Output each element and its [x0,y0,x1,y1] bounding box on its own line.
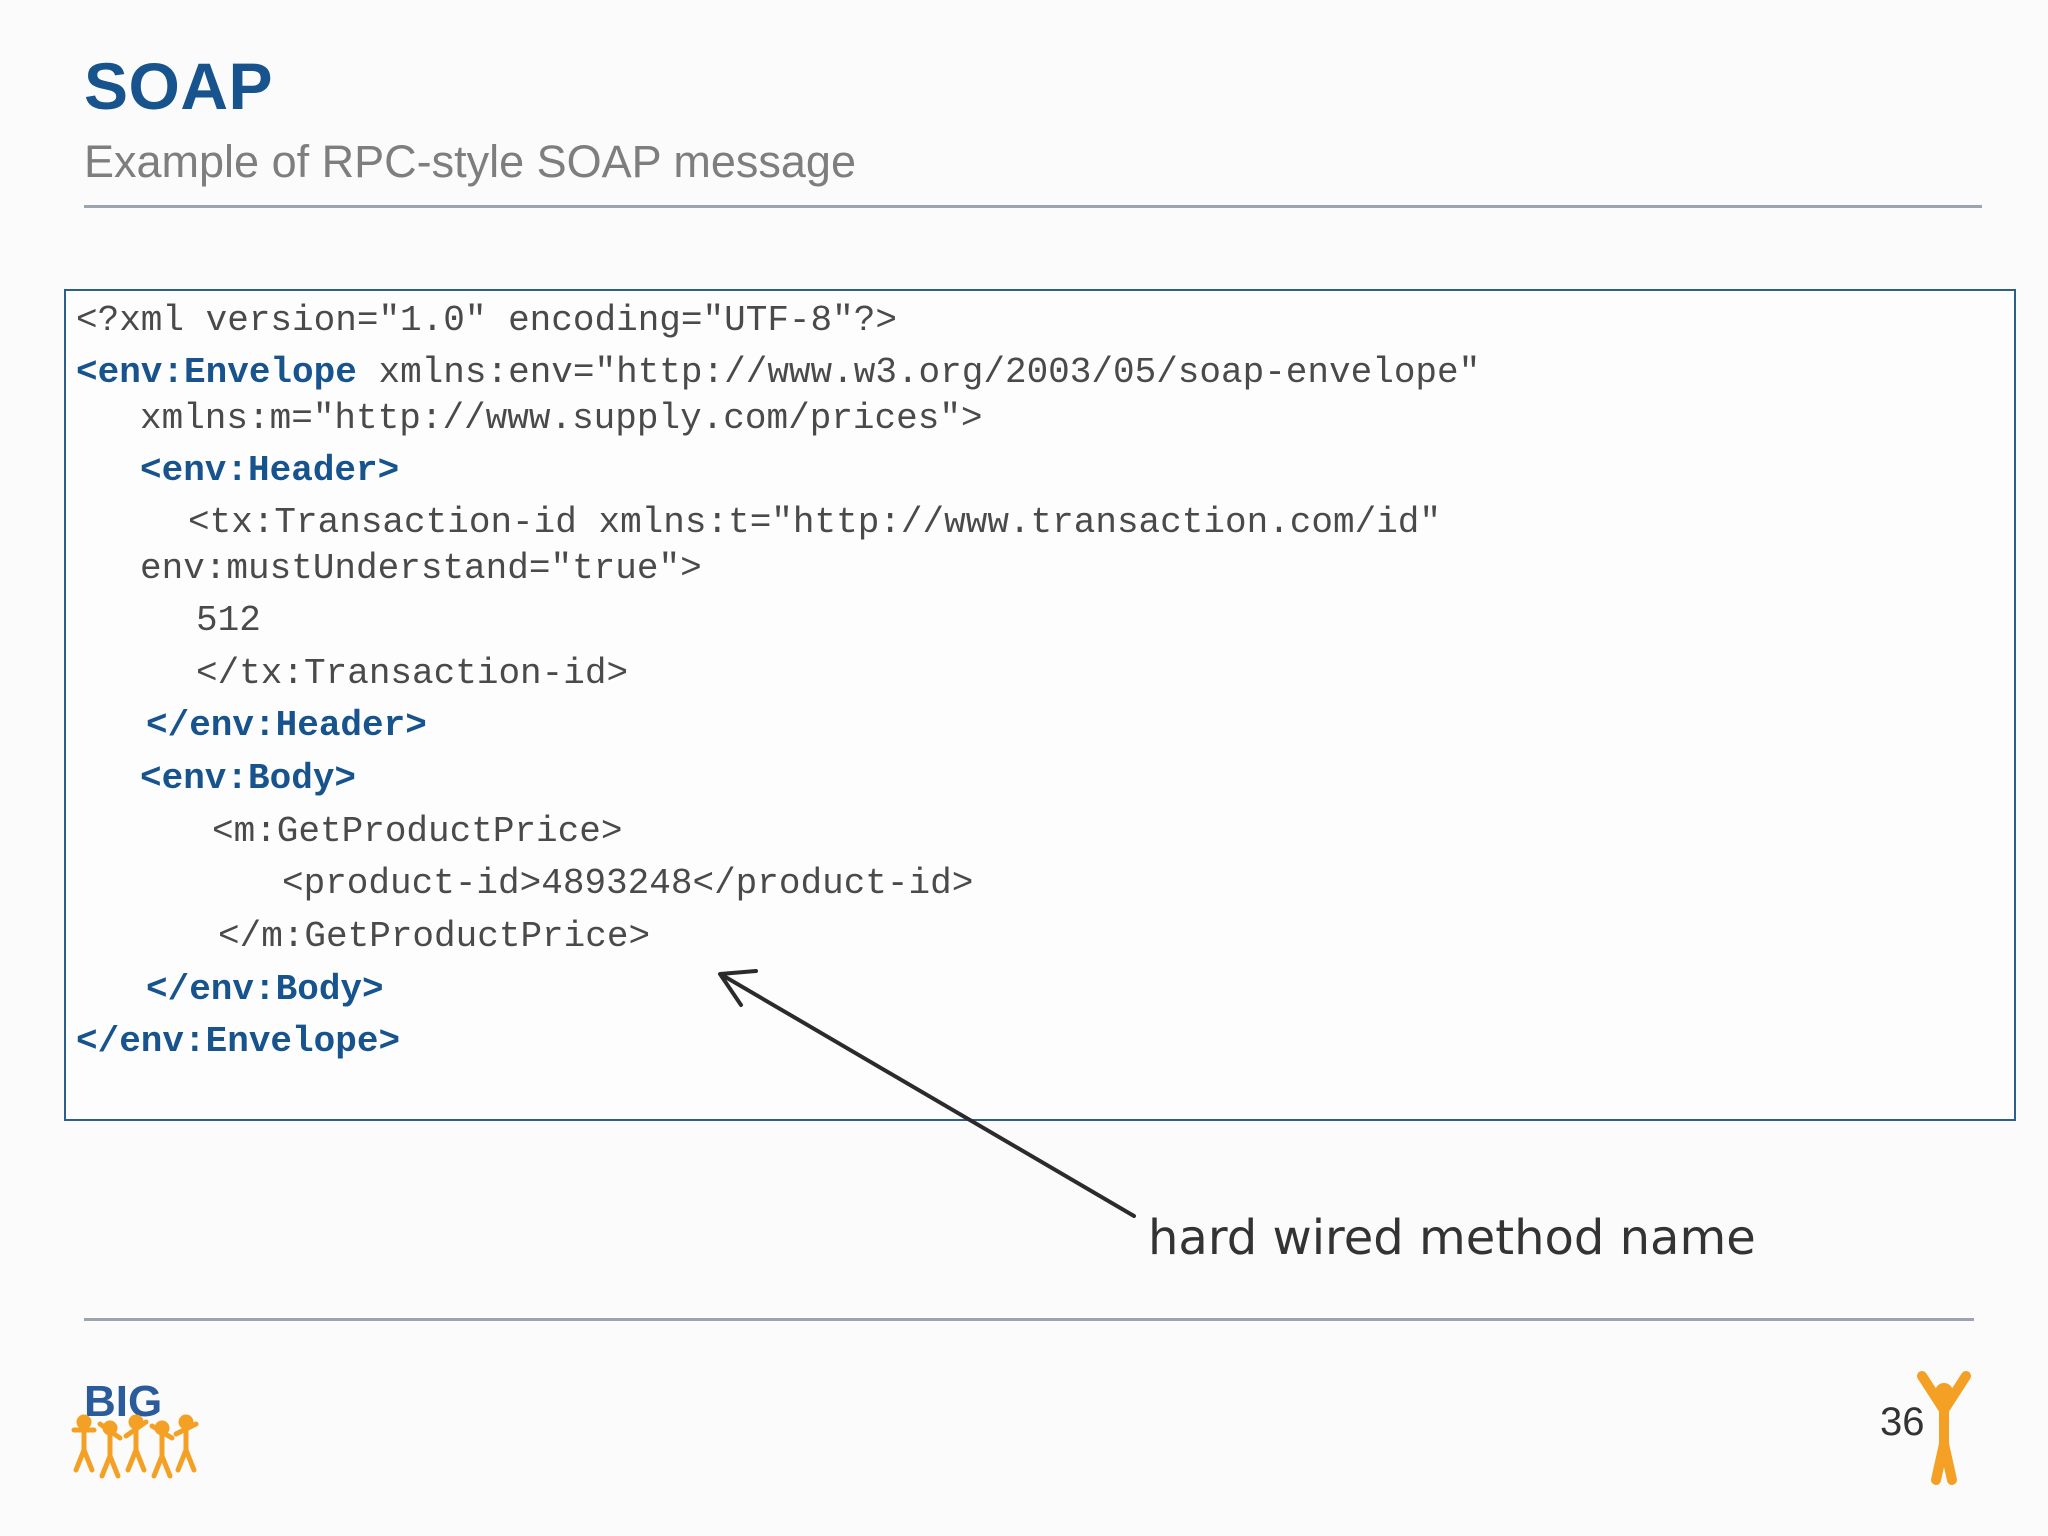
code-line-method-open: <m:GetProductPrice> [212,811,623,852]
code-line-xml-declaration: <?xml version="1.0" encoding="UTF-8"?> [76,300,897,341]
logo-text: BIG [84,1377,162,1426]
code-line-must-understand: env:mustUnderstand="true"> [140,548,702,589]
envelope-namespace: xmlns:env="http://www.w3.org/2003/05/soa… [356,352,1481,393]
slide-title: SOAP [84,49,274,123]
code-line-body-open: <env:Body> [140,758,357,799]
big-logo: BIG [71,1377,199,1479]
code-line-transaction-close: </tx:Transaction-id> [196,653,629,694]
envelope-open-tag: <env:Envelope [76,352,357,393]
code-line-transaction-value: 512 [196,600,261,641]
top-divider [84,205,1982,208]
logo-people [71,1414,199,1479]
bottom-divider [84,1318,1974,1321]
code-listing: <?xml version="1.0" encoding="UTF-8"?> <… [64,289,2016,1121]
code-line-header-close: </env:Header> [146,705,427,746]
slide-subtitle: Example of RPC-style SOAP message [84,136,856,187]
person-figure-icon [1917,1371,1971,1485]
code-line-header-open: <env:Header> [140,450,400,491]
method-name-annotation: hard wired method name [1148,1210,1756,1266]
code-line-envelope-open: <env:Envelope xmlns:env="http://www.w3.o… [76,353,1480,393]
code-line-product-id: <product-id>4893248</product-id> [282,863,974,904]
code-line-method-close: </m:GetProductPrice> [218,916,651,957]
code-line-envelope-close: </env:Envelope> [76,1021,401,1062]
code-line-transaction-open: <tx:Transaction-id xmlns:t="http://www.t… [188,502,1442,543]
code-line-body-close: </env:Body> [146,969,384,1010]
code-line-namespace-m: xmlns:m="http://www.supply.com/prices"> [140,398,983,439]
page-number: 36 [1880,1400,1925,1444]
